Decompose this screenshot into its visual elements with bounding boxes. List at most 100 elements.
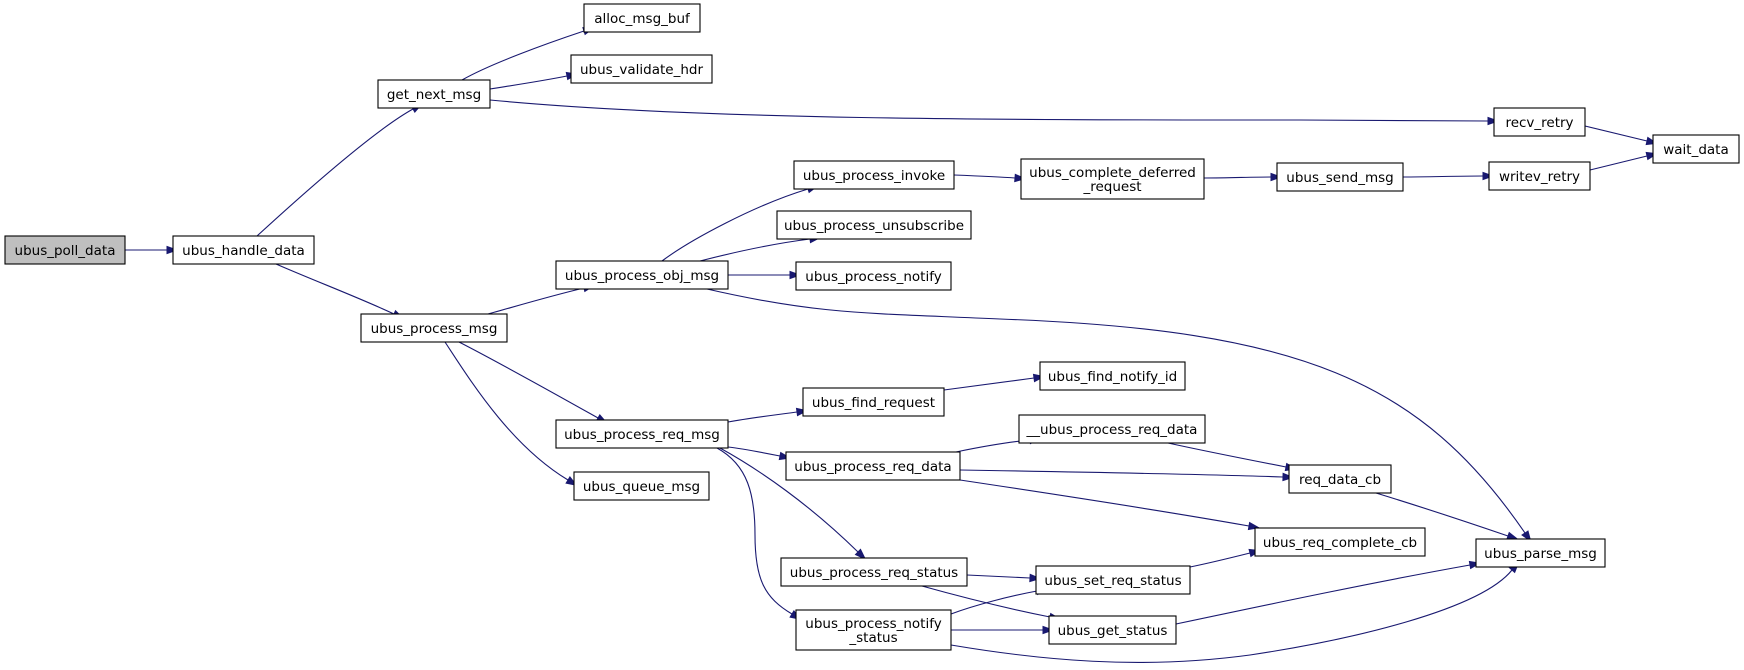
node-ubus_parse_msg[interactable]: ubus_parse_msg <box>1475 538 1606 568</box>
edge-line <box>727 446 781 457</box>
edge-__ubus_process_req_data-to-req_data_cb <box>1167 442 1298 472</box>
edge-line <box>966 574 1031 579</box>
node-ubus_process_notify_status[interactable]: ubus_process_notify_status <box>795 609 952 651</box>
edge-line <box>1589 155 1648 171</box>
node-label: alloc_msg_buf <box>594 11 691 27</box>
arrowhead-icon <box>1482 171 1495 181</box>
edge-line <box>943 377 1035 391</box>
node-label: ubus_process_req_status <box>790 565 958 581</box>
node-ubus_process_req_status[interactable]: ubus_process_req_status <box>780 557 968 587</box>
edge-ubus_process_req_data-to-req_data_cb <box>959 469 1295 482</box>
node-ubus_req_complete_cb[interactable]: ubus_req_complete_cb <box>1254 527 1426 557</box>
node-label: ubus_complete_deferred <box>1029 165 1196 181</box>
edge-ubus_send_msg-to-writev_retry <box>1402 171 1495 181</box>
edge-ubus_process_msg-to-ubus_queue_msg <box>444 341 578 487</box>
edge-recv_retry-to-wait_data <box>1584 125 1659 146</box>
node-box <box>377 79 491 109</box>
edge-line <box>921 585 1051 618</box>
edge-line <box>487 287 585 315</box>
node-ubus_process_unsubscribe[interactable]: ubus_process_unsubscribe <box>776 210 972 240</box>
node-box <box>795 261 952 291</box>
node-ubus_process_req_data[interactable]: ubus_process_req_data <box>785 451 961 481</box>
node-box <box>780 557 968 587</box>
edge-ubus_poll_data-to-ubus_handle_data <box>125 245 179 255</box>
edge-ubus_set_req_status-to-ubus_req_complete_cb <box>1189 548 1262 568</box>
edge-get_next_msg-to-recv_retry <box>489 99 1500 126</box>
node-ubus_send_msg[interactable]: ubus_send_msg <box>1276 162 1404 192</box>
node-ubus_set_req_status[interactable]: ubus_set_req_status <box>1035 565 1191 595</box>
node-ubus_find_notify_id[interactable]: ubus_find_notify_id <box>1039 361 1186 391</box>
edge-ubus_process_notify_status-to-ubus_set_req_status <box>950 586 1049 615</box>
edge-ubus_complete_deferred_request-to-ubus_send_msg <box>1203 172 1283 182</box>
node-label: recv_retry <box>1505 115 1573 131</box>
node-writev_retry[interactable]: writev_retry <box>1488 161 1591 191</box>
arrowhead-icon <box>1014 173 1027 183</box>
node-recv_retry[interactable]: recv_retry <box>1493 107 1586 137</box>
arrowhead-icon <box>1029 573 1042 583</box>
edge-line <box>458 341 599 419</box>
node-box <box>795 609 952 651</box>
edge-line <box>461 30 585 81</box>
node-label: wait_data <box>1663 142 1729 158</box>
node-box <box>1254 527 1426 557</box>
node-ubus_validate_hdr[interactable]: ubus_validate_hdr <box>570 54 713 84</box>
node-ubus_find_request[interactable]: ubus_find_request <box>802 387 945 417</box>
node-ubus_process_invoke[interactable]: ubus_process_invoke <box>793 160 955 190</box>
node-wait_data[interactable]: wait_data <box>1652 134 1740 164</box>
node-ubus_process_req_msg[interactable]: ubus_process_req_msg <box>555 419 729 449</box>
node-box <box>1035 565 1191 595</box>
node-label: _request <box>1082 179 1141 195</box>
node-ubus_queue_msg[interactable]: ubus_queue_msg <box>573 471 710 501</box>
node-ubus_process_obj_msg[interactable]: ubus_process_obj_msg <box>555 260 729 290</box>
edge-writev_retry-to-wait_data <box>1589 151 1659 171</box>
node-box <box>570 54 713 84</box>
node-ubus_handle_data[interactable]: ubus_handle_data <box>172 235 315 265</box>
node-alloc_msg_buf[interactable]: alloc_msg_buf <box>583 3 701 33</box>
arrowhead-icon <box>1270 172 1283 182</box>
edge-line <box>950 590 1038 615</box>
arrowhead-icon <box>854 548 867 561</box>
edge-line <box>1175 564 1471 625</box>
node-label: _status <box>848 630 897 646</box>
node-__ubus_process_req_data[interactable]: __ubus_process_req_data <box>1018 414 1206 444</box>
edge-line <box>959 479 1250 527</box>
edge-ubus_process_notify_status-to-ubus_get_status <box>951 625 1055 635</box>
node-box <box>1018 414 1206 444</box>
node-box <box>1488 161 1591 191</box>
node-req_data_cb[interactable]: req_data_cb <box>1288 464 1392 494</box>
node-label: ubus_process_unsubscribe <box>784 218 964 234</box>
node-get_next_msg[interactable]: get_next_msg <box>377 79 491 109</box>
node-ubus_get_status[interactable]: ubus_get_status <box>1048 615 1177 645</box>
edge-line <box>489 75 568 90</box>
node-label: ubus_process_req_msg <box>564 427 720 443</box>
node-box <box>1652 134 1740 164</box>
node-ubus_process_msg[interactable]: ubus_process_msg <box>360 313 508 343</box>
node-box <box>793 160 955 190</box>
node-ubus_complete_deferred_request[interactable]: ubus_complete_deferred_request <box>1020 158 1205 200</box>
edge-ubus_process_obj_msg-to-ubus_process_notify <box>728 270 802 280</box>
arrowhead-icon <box>1282 472 1295 482</box>
node-box <box>4 235 126 265</box>
arrowhead-icon <box>1042 625 1055 635</box>
edge-ubus_process_msg-to-ubus_process_req_msg <box>458 341 608 424</box>
edge-line <box>1203 176 1272 179</box>
node-box <box>583 3 701 33</box>
edge-ubus_get_status-to-ubus_parse_msg <box>1175 560 1482 625</box>
edge-line <box>256 108 414 237</box>
node-label: __ubus_process_req_data <box>1026 422 1198 438</box>
edge-line <box>706 288 1526 534</box>
node-label: ubus_process_notify <box>805 269 941 285</box>
node-label: ubus_process_notify <box>805 616 941 632</box>
arrowhead-icon <box>1487 116 1500 126</box>
edge-line <box>275 263 395 315</box>
node-box <box>1276 162 1404 192</box>
node-box <box>1288 464 1392 494</box>
edge-ubus_handle_data-to-get_next_msg <box>256 103 423 237</box>
node-label: ubus_send_msg <box>1286 170 1393 186</box>
node-box <box>1039 361 1186 391</box>
node-box <box>785 451 961 481</box>
node-ubus_process_notify[interactable]: ubus_process_notify <box>795 261 952 291</box>
node-label: ubus_find_notify_id <box>1048 369 1177 385</box>
node-box <box>555 419 729 449</box>
